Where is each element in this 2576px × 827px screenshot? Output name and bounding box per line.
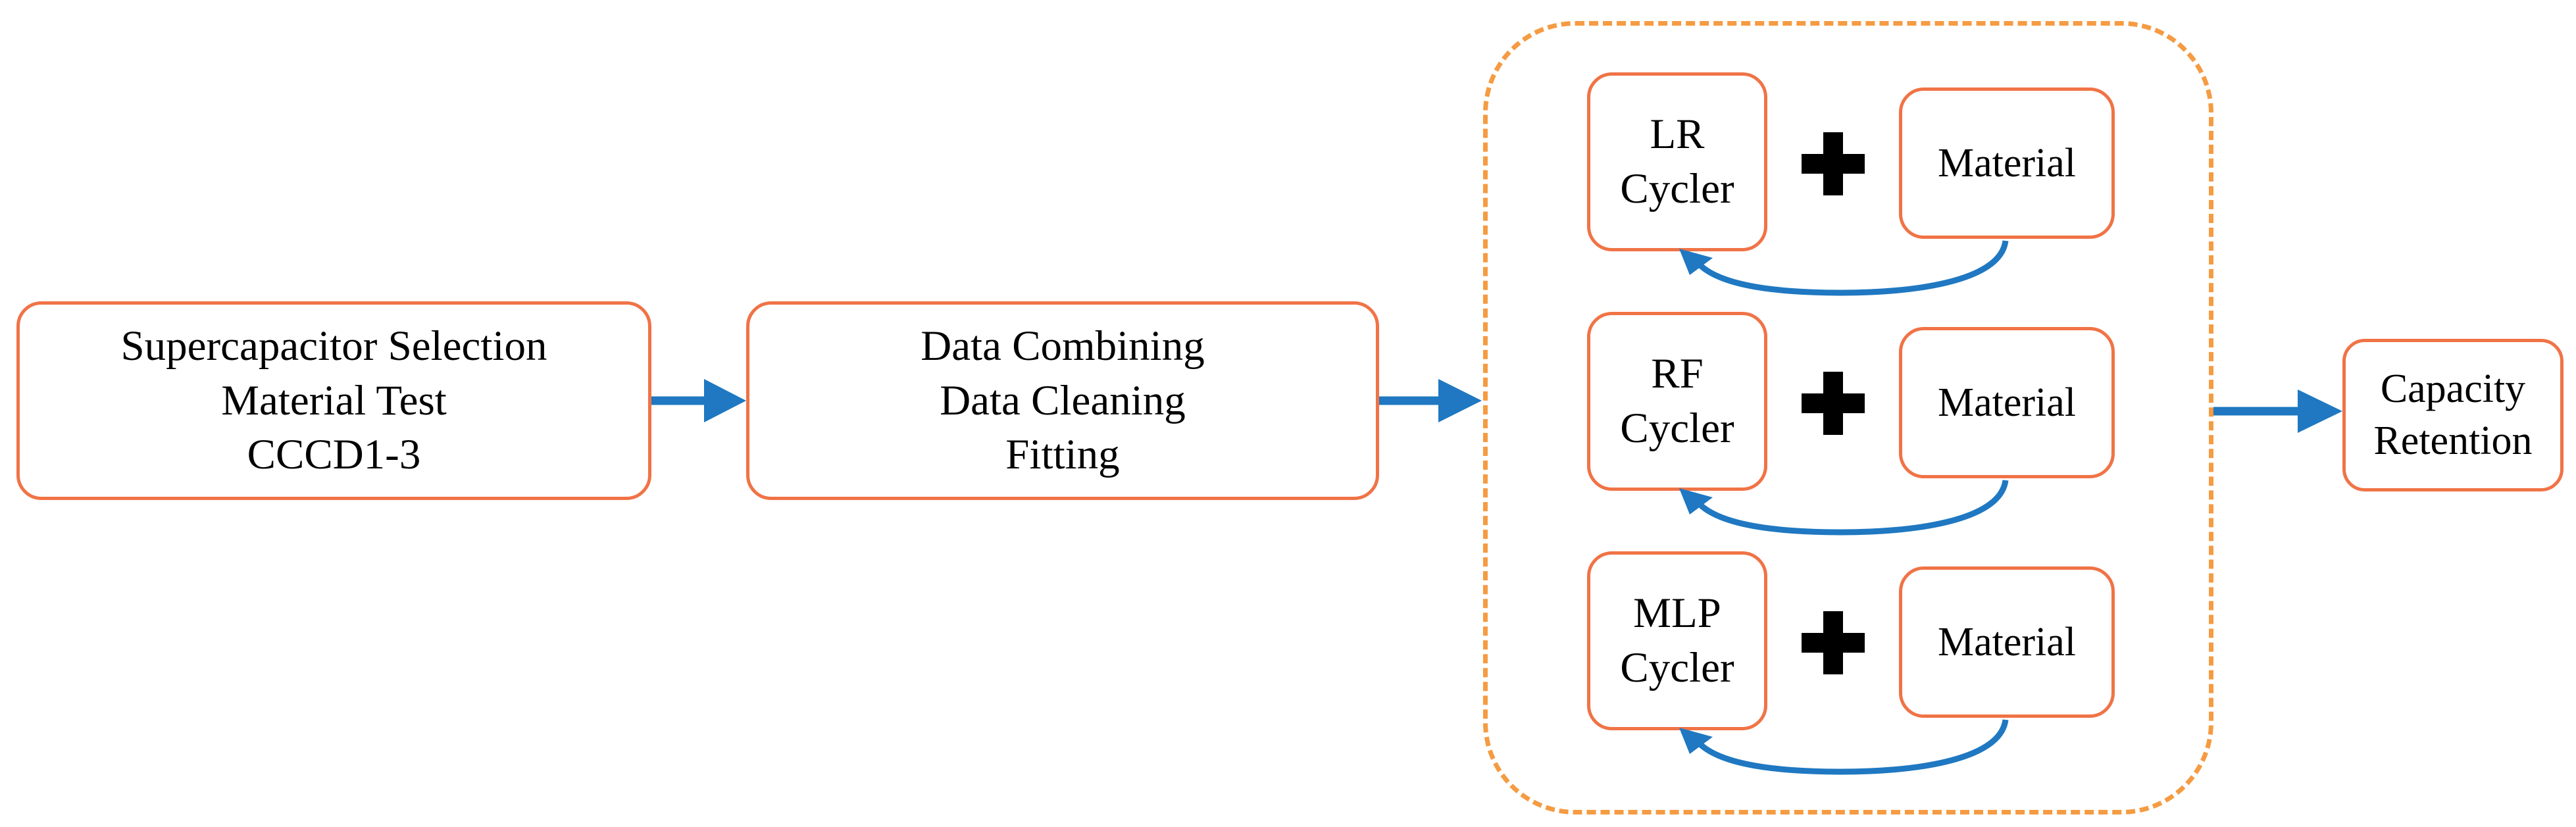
processing-line: Data Combining [921,322,1205,370]
cycler-line: RF [1651,350,1704,398]
processing-line: Fitting [1005,431,1120,479]
lr-cycler-box: LR Cycler [1587,72,1767,251]
rf-cycler-box: RF Cycler [1587,312,1767,491]
plus-icon [1802,372,1865,435]
right-arrow-icon [1379,379,1482,422]
material-box: Material [1899,327,2115,478]
output-line: Capacity [2380,366,2526,412]
processing-line: Data Cleaning [940,376,1186,424]
data-processing-box: Data Combining Data Cleaning Fitting [746,301,1379,500]
selection-line: Material Test [221,376,447,424]
model-group [1483,21,2213,814]
material-label: Material [1937,619,2076,664]
material-label: Material [1937,140,2076,186]
plus-icon [1802,132,1865,195]
cycler-line: Cycler [1620,165,1734,213]
cycler-line: MLP [1633,589,1721,638]
cycler-line: Cycler [1620,405,1734,452]
material-box: Material [1899,88,2115,239]
material-label: Material [1937,380,2076,425]
cycler-line: Cycler [1620,644,1734,691]
plus-icon [1802,611,1865,674]
output-line: Retention [2373,418,2533,463]
mlp-cycler-box: MLP Cycler [1587,551,1767,730]
material-box: Material [1899,566,2115,718]
supercapacitor-selection-box: Supercapacitor Selection Material Test C… [16,301,651,500]
right-arrow-icon [651,379,746,422]
curved-feedback-arrow-icon [1679,480,2009,536]
curved-feedback-arrow-icon [1679,719,2009,775]
selection-line: CCCD1-3 [247,431,421,479]
cycler-line: LR [1650,111,1705,159]
curved-feedback-arrow-icon [1679,240,2009,296]
selection-line: Supercapacitor Selection [120,322,547,370]
right-arrow-icon [2213,389,2342,433]
capacity-retention-box: Capacity Retention [2342,339,2563,491]
